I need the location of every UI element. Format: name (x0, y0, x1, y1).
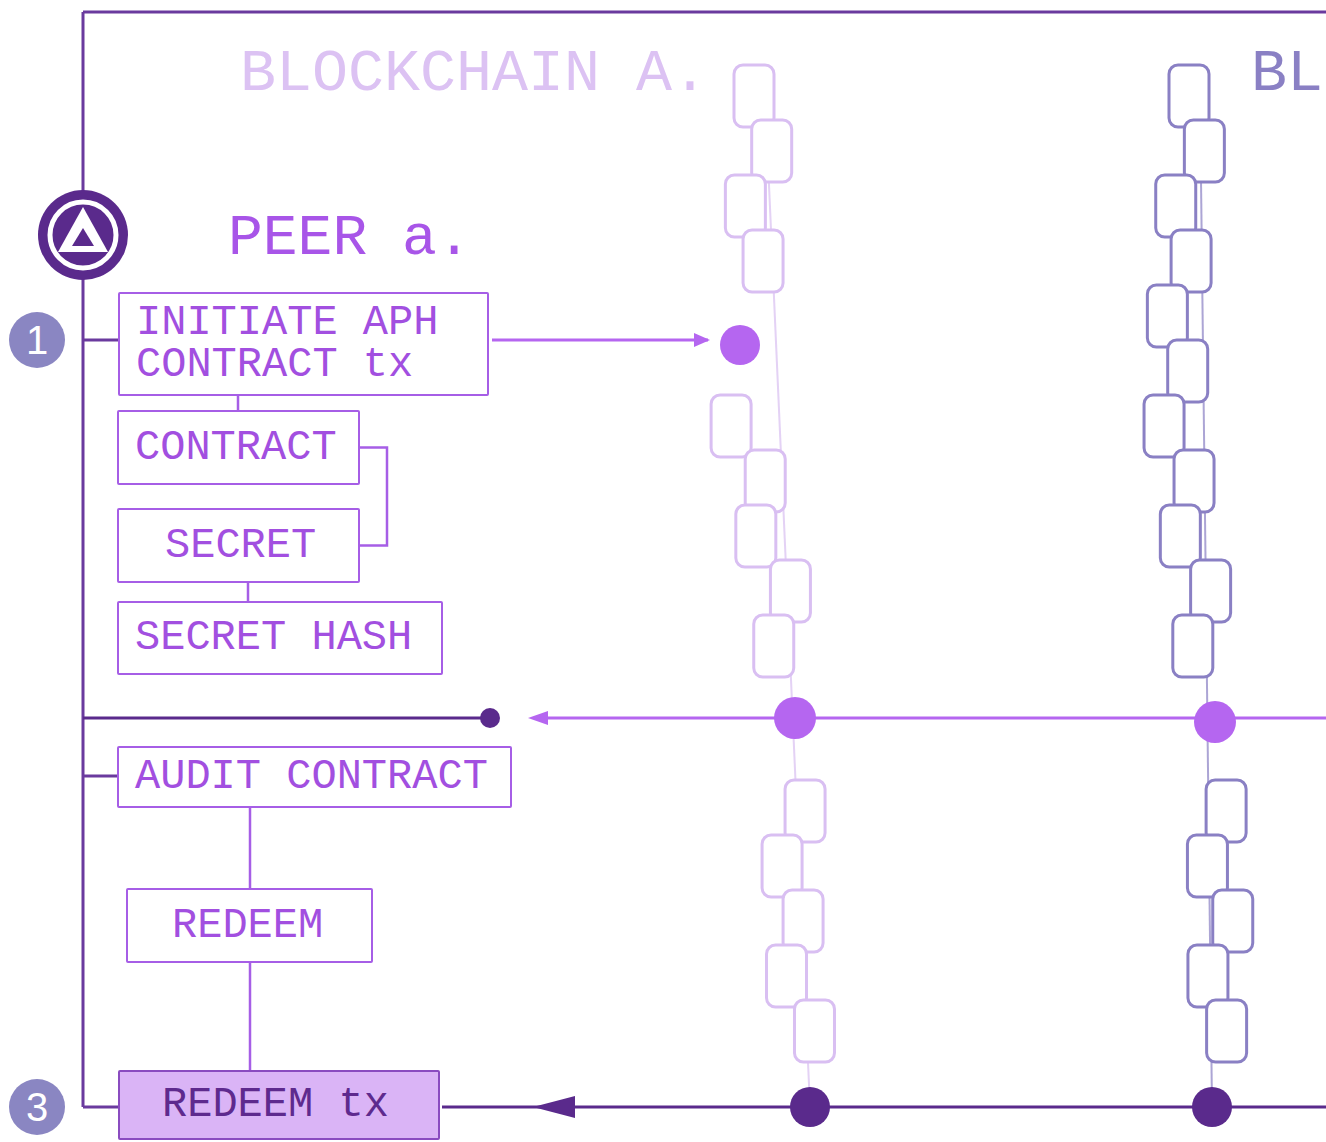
process-box: CONTRACT (117, 410, 360, 485)
frame-line (83, 11, 1326, 14)
block-dot (1194, 701, 1236, 743)
receive-line (83, 717, 490, 720)
logo-icon (38, 190, 128, 280)
chain-link (734, 65, 774, 127)
process-box: REDEEM (126, 888, 373, 963)
block-dot (790, 1087, 830, 1127)
chain-link (1144, 395, 1184, 457)
tx-arrow (492, 339, 708, 342)
arrow-head (528, 711, 548, 725)
chain-link (1191, 560, 1231, 622)
chain-link (1187, 835, 1227, 897)
chain-link (1160, 505, 1200, 567)
chain-link (794, 1000, 834, 1062)
connector-line (360, 448, 387, 546)
tick-line (83, 775, 118, 778)
process-box: SECRET HASH (117, 601, 443, 675)
chain-link (1169, 65, 1209, 127)
chain-link (762, 835, 802, 897)
chain-title: BLOCKCHAIN A. (240, 44, 708, 104)
block-dot (1192, 1087, 1232, 1127)
box-label: REDEEM tx (162, 1084, 389, 1126)
block-dot (720, 325, 760, 365)
timeline (82, 12, 85, 1107)
chain-link (1171, 230, 1211, 292)
chain-link (743, 230, 783, 292)
end-dot (480, 708, 500, 728)
chain-link (1206, 780, 1246, 842)
chain-link (785, 780, 825, 842)
chain-link (745, 450, 785, 512)
chain-link (783, 890, 823, 952)
callout-circle (9, 1079, 65, 1135)
connector-line (237, 396, 240, 410)
connector-line (249, 963, 252, 1070)
connector-line (247, 583, 250, 601)
chain-link (1156, 175, 1196, 237)
box-label: AUDIT CONTRACT (135, 756, 488, 798)
chain-link (770, 560, 810, 622)
arrow-head (533, 1096, 575, 1118)
process-box: INITIATE APH CONTRACT tx (118, 292, 489, 396)
peer-title: PEER a. (228, 210, 472, 268)
chain-link (1168, 340, 1208, 402)
tick-line (83, 339, 118, 342)
callout-circle (9, 312, 65, 368)
arrow-head (694, 333, 710, 347)
connector-line (249, 808, 252, 888)
box-label: SECRET (165, 525, 316, 567)
process-box: SECRET (117, 508, 360, 583)
callout-number: 1 (26, 320, 48, 360)
box-label: INITIATE APH CONTRACT tx (136, 302, 473, 386)
process-box: AUDIT CONTRACT (117, 746, 512, 808)
chain-link (725, 175, 765, 237)
chain-link (752, 120, 792, 182)
chain-link (1207, 1000, 1247, 1062)
chain-link (767, 945, 807, 1007)
box-label: SECRET HASH (135, 617, 412, 659)
blockchain-chains (711, 65, 1253, 1107)
chain-link (1173, 615, 1213, 677)
box-label: REDEEM (172, 905, 323, 947)
chain-link (1174, 450, 1214, 512)
callout-number: 3 (26, 1087, 48, 1127)
chain-link (1184, 120, 1224, 182)
chain-link (736, 505, 776, 567)
box-label: CONTRACT (135, 427, 337, 469)
block-dot (774, 697, 816, 739)
chain-link (1213, 890, 1253, 952)
chain-link (711, 395, 751, 457)
chain-link (1188, 945, 1228, 1007)
chain-link (754, 615, 794, 677)
tick-line (83, 1106, 118, 1109)
chain-title: BL (1251, 44, 1323, 104)
chain-link (1147, 285, 1187, 347)
process-box: REDEEM tx (118, 1070, 440, 1140)
